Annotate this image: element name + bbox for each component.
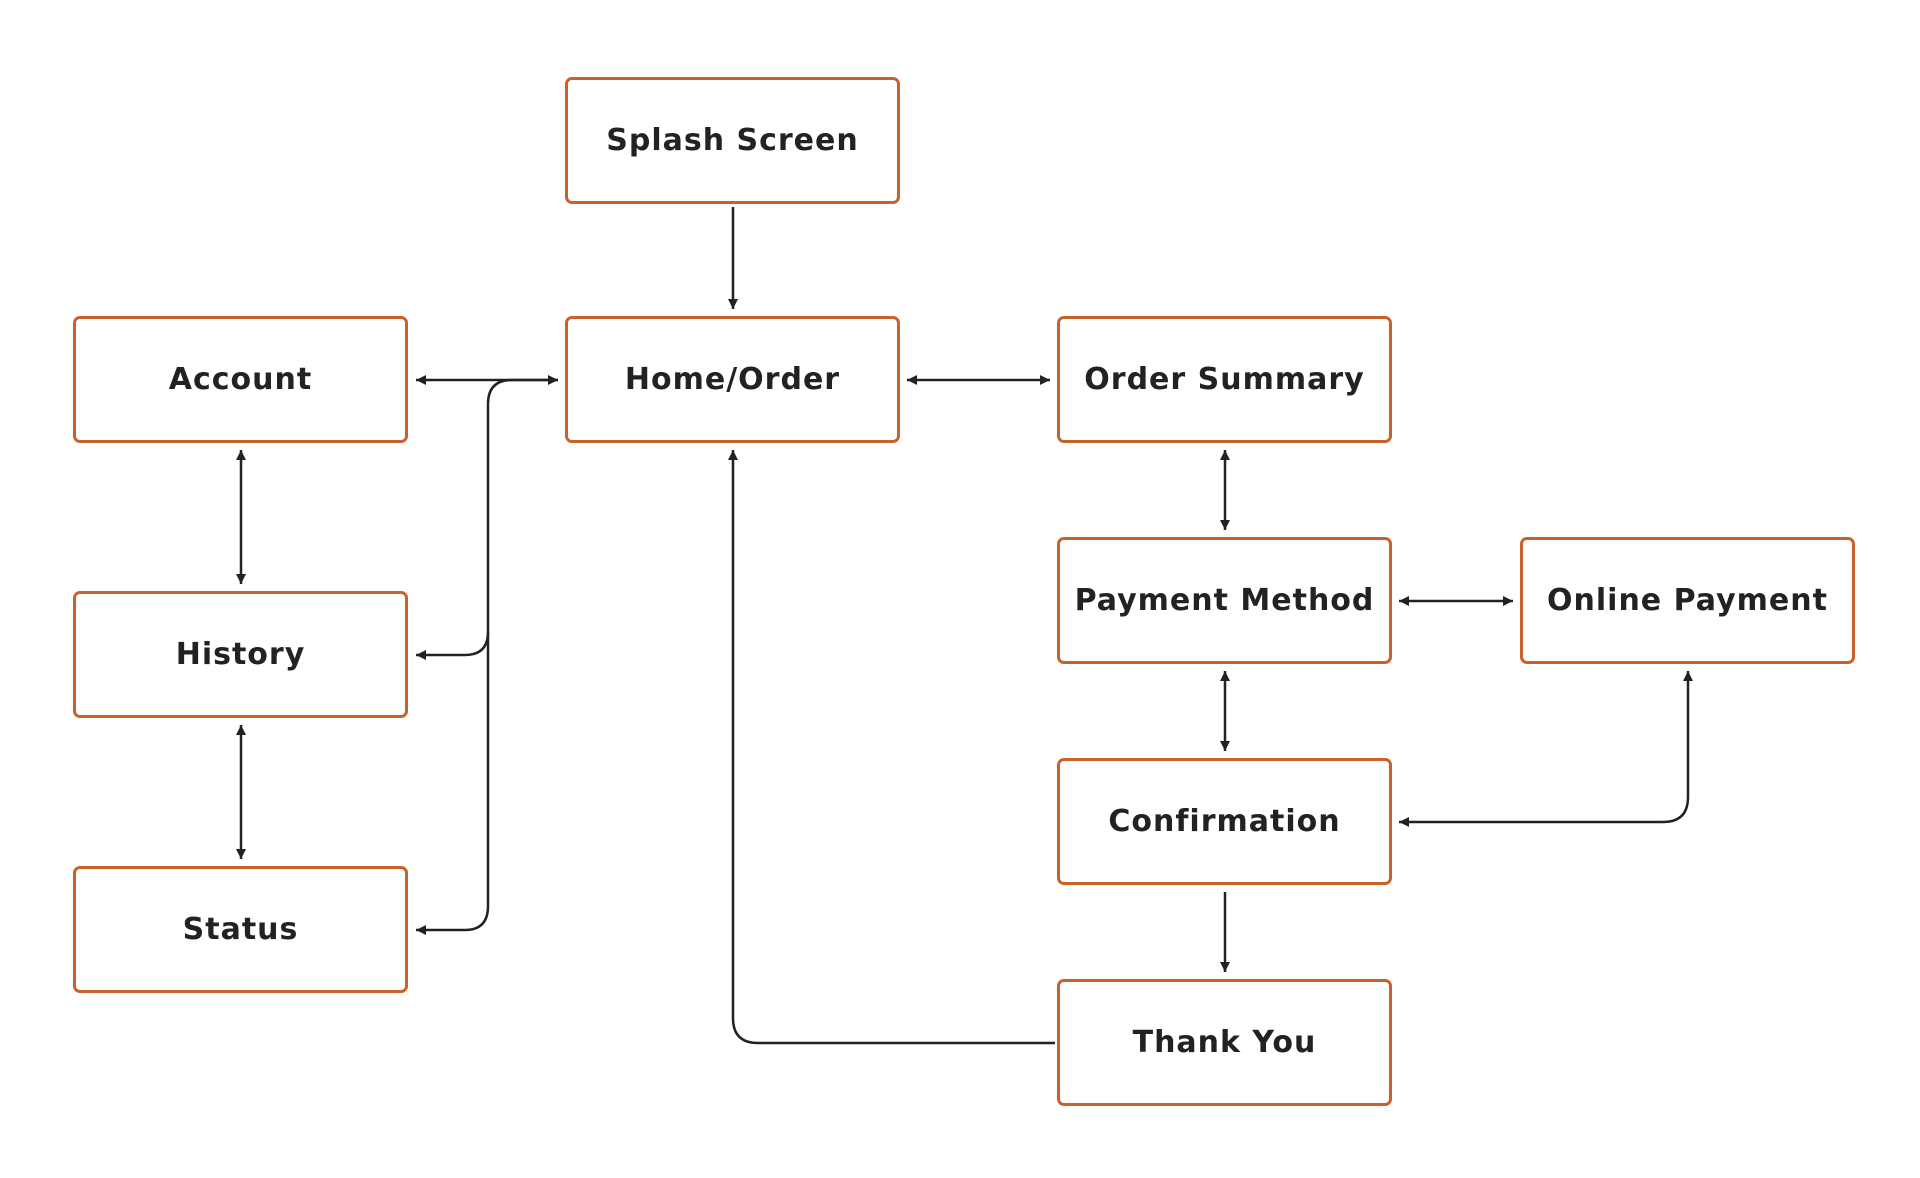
node-status: Status	[73, 866, 408, 993]
node-label: History	[175, 637, 306, 672]
connector-online-confirmation	[1399, 671, 1693, 827]
node-order-summary: Order Summary	[1057, 316, 1392, 443]
node-label: Home/Order	[624, 362, 841, 397]
node-label: Order Summary	[1084, 362, 1365, 397]
node-label: Online Payment	[1547, 583, 1828, 618]
node-label: Status	[182, 912, 299, 947]
node-splash-screen: Splash Screen	[565, 77, 900, 204]
node-online-payment: Online Payment	[1520, 537, 1855, 664]
node-payment-method: Payment Method	[1057, 537, 1392, 664]
node-label: Splash Screen	[606, 123, 859, 158]
node-label: Payment Method	[1074, 583, 1375, 618]
connector-thanks-home	[728, 450, 1055, 1045]
node-history: History	[73, 591, 408, 718]
node-thank-you: Thank You	[1057, 979, 1392, 1106]
node-confirmation: Confirmation	[1057, 758, 1392, 885]
node-account: Account	[73, 316, 408, 443]
node-label: Account	[168, 362, 313, 397]
node-label: Thank You	[1132, 1025, 1317, 1060]
connector-home-history	[416, 378, 558, 660]
connector-home-status	[416, 632, 490, 935]
node-label: Confirmation	[1108, 804, 1341, 839]
node-home-order: Home/Order	[565, 316, 900, 443]
